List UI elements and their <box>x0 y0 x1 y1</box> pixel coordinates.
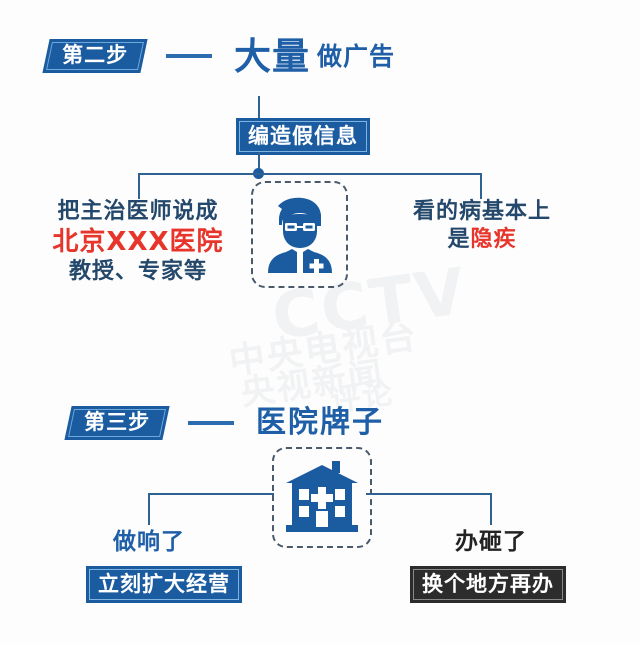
fabricate-info-box: 编造假信息 <box>236 118 370 156</box>
hospital-icon <box>286 460 358 532</box>
step-two-badge: 第二步 <box>42 38 148 74</box>
fabricate-info-label: 编造假信息 <box>248 124 358 148</box>
section-three-heading: 第三步 医院牌子 <box>64 400 384 446</box>
section-two-title-small: 做广告 <box>317 41 396 71</box>
left-branch-text-two: 把主治医师说成 北京XXX医院 教授、专家等 <box>38 198 238 286</box>
right-branch-text-two: 看的病基本上 是隐疾 <box>382 198 582 253</box>
right-branch-line1: 看的病基本上 <box>412 199 551 224</box>
right-outcome-box-label: 换个地方再办 <box>422 572 554 596</box>
connector-right-drop-two <box>480 173 482 199</box>
left-branch-line2: 北京XXX医院 <box>52 226 224 257</box>
left-outcome-label-wrap: 做响了 <box>88 528 210 557</box>
connector-horizontal-two <box>138 173 482 175</box>
left-branch-line1: 把主治医师说成 <box>57 199 219 224</box>
section-three-title: 医院牌子 <box>256 405 384 440</box>
doctor-icon-frame <box>251 181 348 288</box>
step-three-badge-label: 第三步 <box>84 409 151 434</box>
connector-left-drop-three <box>148 493 150 525</box>
heading-dash-two <box>166 54 212 58</box>
section-two-heading: 第二步 大量 做广告 <box>42 33 396 79</box>
step-three-badge: 第三步 <box>64 405 170 441</box>
right-branch-line2: 是隐疾 <box>382 226 582 254</box>
connector-left-horizontal-three <box>148 493 274 495</box>
left-outcome-box: 立刻扩大经营 <box>86 566 242 604</box>
left-outcome-label: 做响了 <box>113 529 185 555</box>
connector-right-drop-three <box>490 493 492 525</box>
right-outcome-box: 换个地方再办 <box>410 566 566 604</box>
heading-dash-three <box>188 421 234 425</box>
right-branch-line2-highlight: 隐疾 <box>470 226 517 252</box>
step-two-badge-label: 第二步 <box>62 42 129 67</box>
connector-left-drop-two <box>138 173 140 199</box>
section-two-title-big: 大量 <box>234 34 310 78</box>
connector-right-horizontal-three <box>366 493 492 495</box>
right-outcome-label-wrap: 办砸了 <box>430 528 552 557</box>
hospital-icon-frame <box>272 447 372 548</box>
connector-title-to-box <box>258 96 260 118</box>
doctor-icon <box>267 197 332 273</box>
right-outcome-label: 办砸了 <box>455 529 527 555</box>
right-branch-line2-prefix: 是 <box>447 226 471 252</box>
left-branch-line3: 教授、专家等 <box>68 259 207 284</box>
left-outcome-box-label: 立刻扩大经营 <box>98 572 230 596</box>
connector-box-to-bar <box>258 152 260 173</box>
